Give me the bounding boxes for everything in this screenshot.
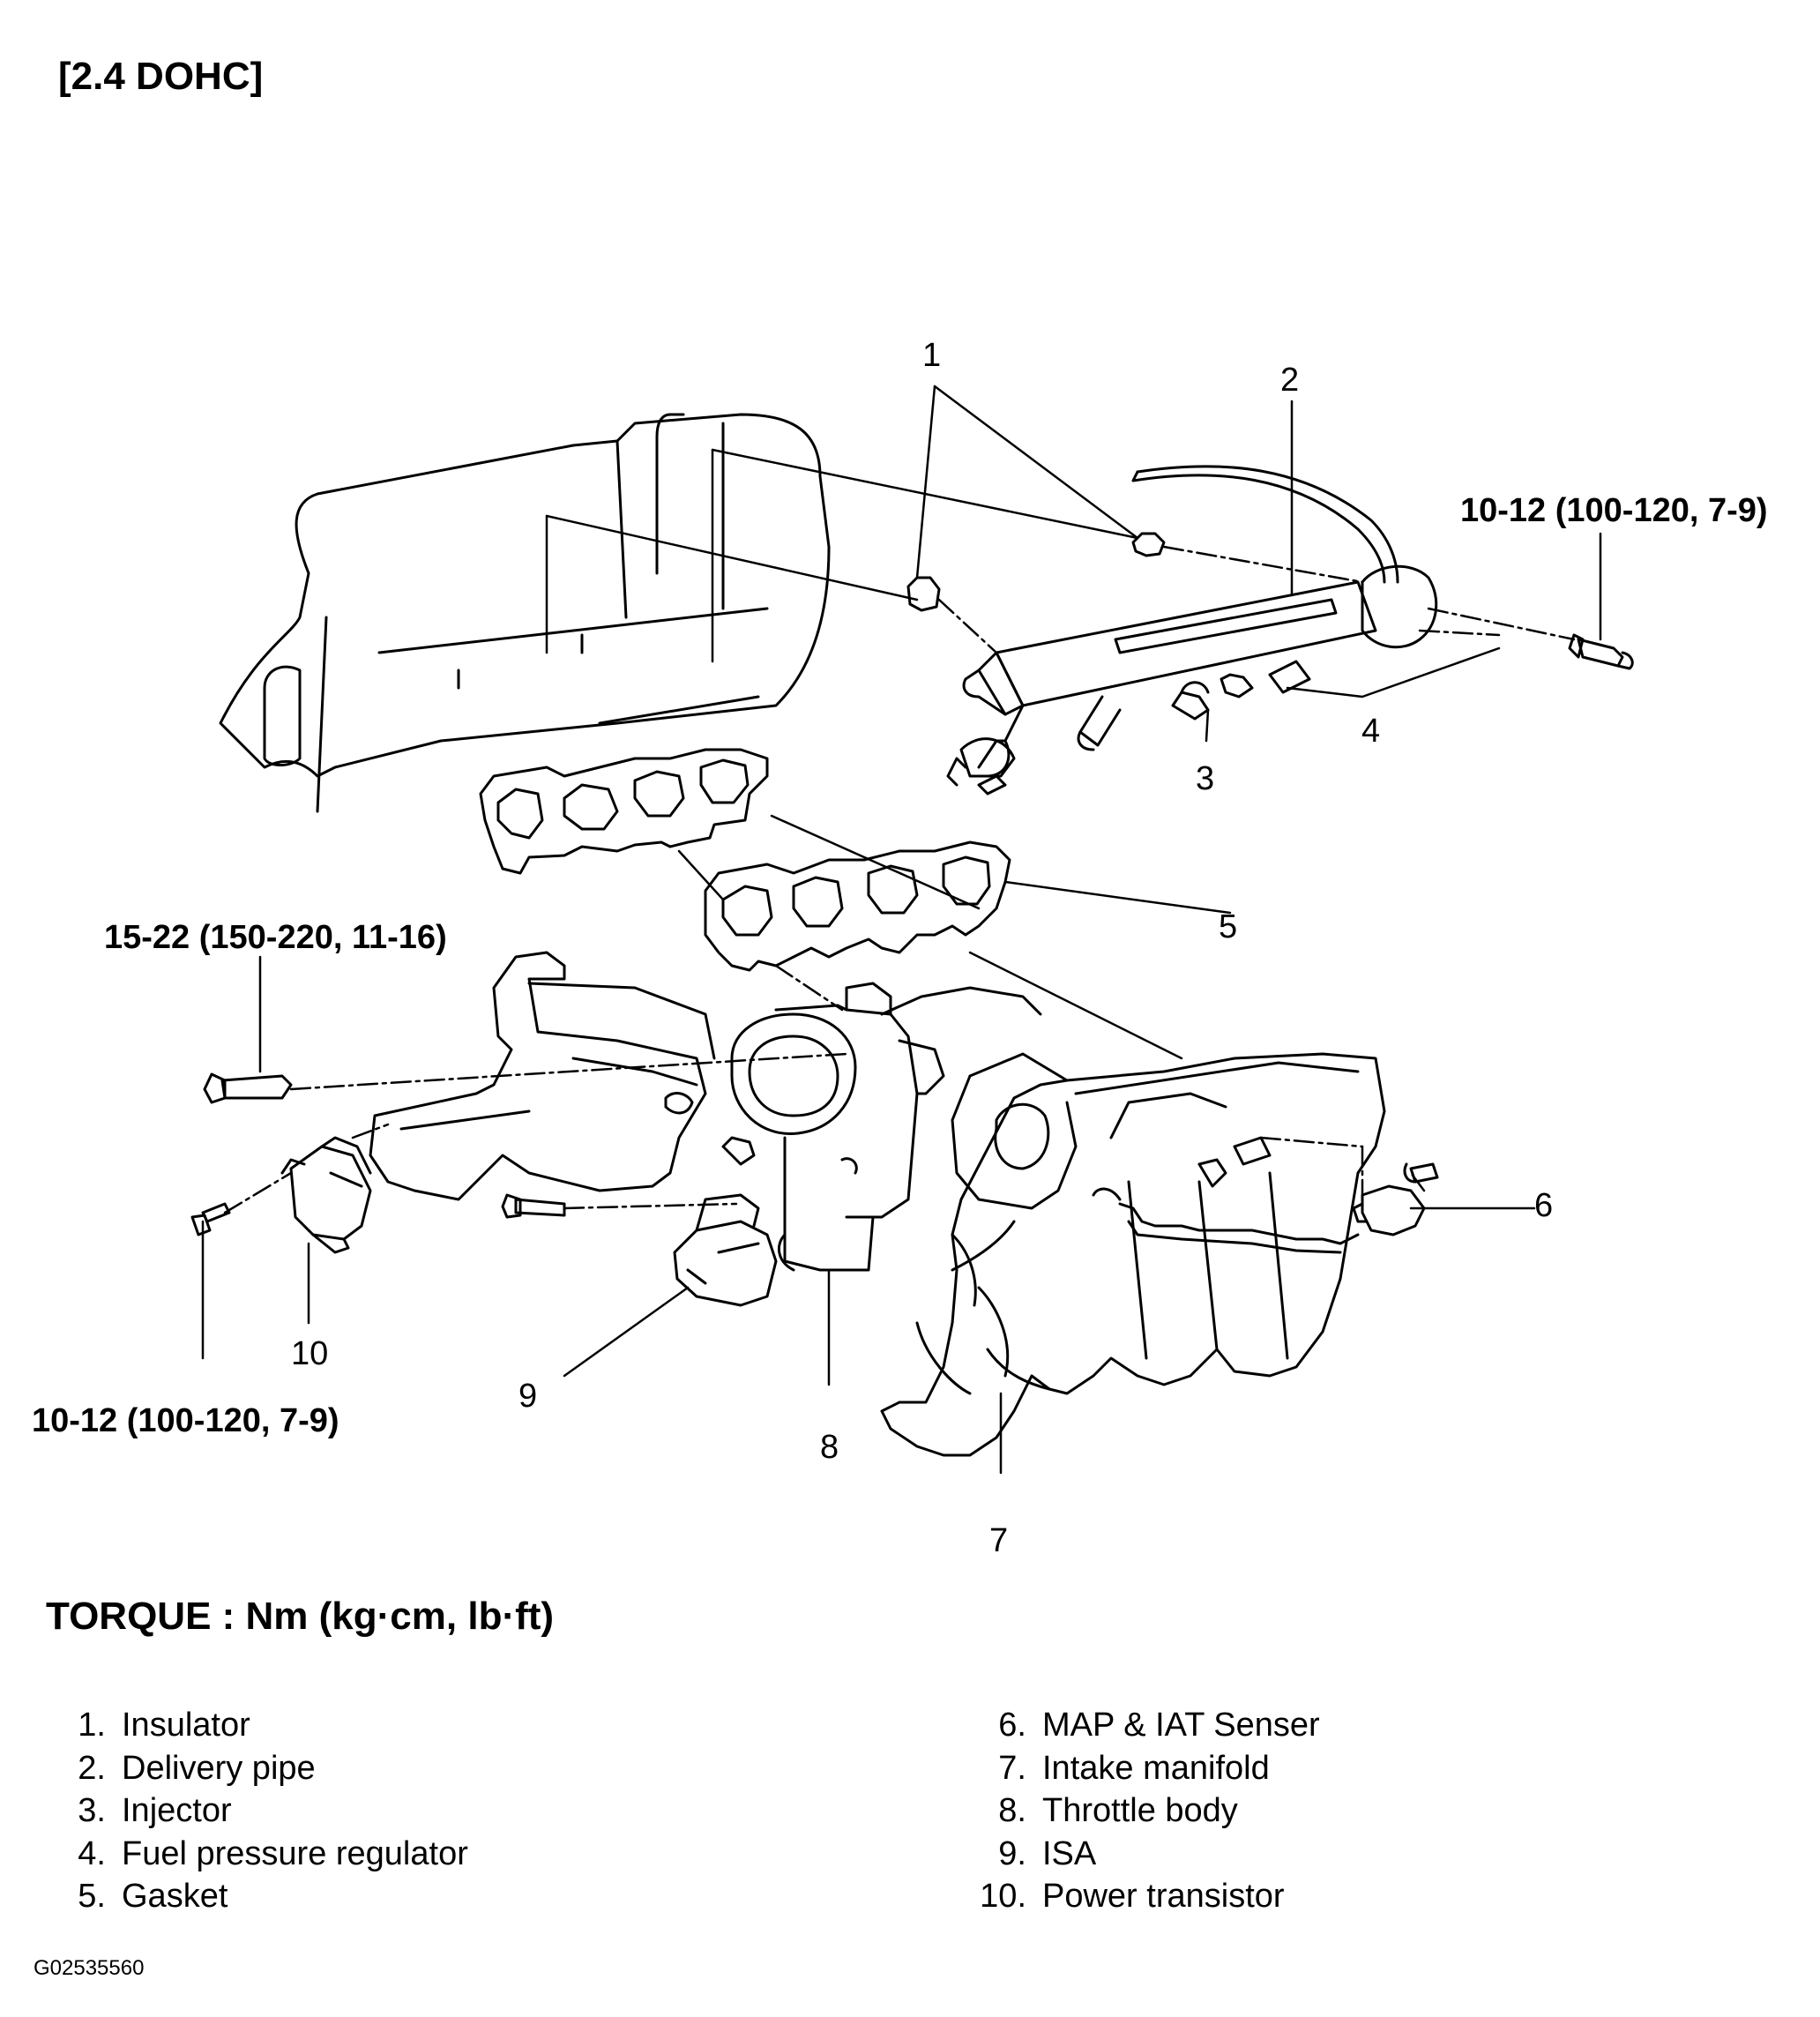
cylinder-head-outline <box>219 413 831 813</box>
legend-number: 10. <box>980 1878 1026 1915</box>
legend-number: 3. <box>78 1792 106 1829</box>
torque-unit-heading: TORQUE : Nm (kg·cm, lb·ft) <box>46 1595 555 1638</box>
isa-part-9 <box>673 1193 778 1307</box>
legend-item: 4. Fuel pressure regulator <box>55 1833 468 1876</box>
manifold-bolt <box>203 1072 566 1219</box>
alignment-lines-dash-dot <box>223 545 1576 1214</box>
mounting-bracket <box>369 951 716 1201</box>
head-gasket-upper <box>479 748 769 875</box>
legend-number: 7. <box>998 1749 1026 1787</box>
delivery-pipe-assembly <box>962 465 1438 778</box>
callout-8: 8 <box>820 1429 839 1466</box>
legend-number: 8. <box>998 1792 1026 1829</box>
legend-label: Power transistor <box>1042 1878 1285 1915</box>
torque-label-transistor-bolt: 10-12 (100-120, 7-9) <box>32 1402 339 1439</box>
legend-item: 5. Gasket <box>55 1875 468 1918</box>
legend-label: Injector <box>122 1792 232 1829</box>
callout-4: 4 <box>1361 713 1381 750</box>
torque-label-delivery-pipe-bolt: 10-12 (100-120, 7-9) <box>1460 492 1768 529</box>
intake-manifold-part-7 <box>880 1052 1386 1457</box>
insulator-nut-1 <box>906 532 1166 612</box>
figure-code: G02535560 <box>34 1956 145 1980</box>
legend-label: MAP & IAT Senser <box>1042 1707 1320 1744</box>
throttle-body-part-8 <box>664 982 1042 1272</box>
torque-label-manifold-bolt: 15-22 (150-220, 11-16) <box>104 919 447 956</box>
legend-item: 10. Power transistor <box>975 1875 1320 1918</box>
legend-label: ISA <box>1042 1834 1097 1872</box>
legend-number: 4. <box>78 1834 106 1872</box>
legend-item: 1. Insulator <box>55 1704 468 1747</box>
injector-part-3 <box>946 660 1311 796</box>
legend-label: Throttle body <box>1042 1792 1238 1829</box>
transistor-bolt <box>190 1202 231 1236</box>
legend-item: 9. ISA <box>975 1833 1320 1876</box>
callout-7: 7 <box>989 1522 1009 1559</box>
legend-left-column: 1. Insulator 2. Delivery pipe 3. Injector 4… <box>55 1704 468 1918</box>
callout-6: 6 <box>1534 1187 1554 1224</box>
delivery-pipe-bolt <box>1568 633 1634 670</box>
callout-3: 3 <box>1196 760 1215 797</box>
callout-1: 1 <box>922 337 942 374</box>
callout-9: 9 <box>518 1378 538 1415</box>
gasket-part-5 <box>704 840 1011 972</box>
legend-label: Gasket <box>122 1878 228 1915</box>
legend-item: 2. Delivery pipe <box>55 1747 468 1790</box>
legend-number: 1. <box>78 1707 106 1744</box>
map-iat-sensor-part-6 <box>951 1136 1439 1378</box>
diagram-title: [2.4 DOHC] <box>58 55 264 98</box>
legend-right-column: 6. MAP & IAT Senser 7. Intake manifold 8. T… <box>975 1704 1320 1918</box>
leader-lines <box>201 385 1602 1475</box>
legend-label: Fuel pressure regulator <box>122 1834 468 1872</box>
legend-number: 9. <box>998 1834 1026 1872</box>
callout-10: 10 <box>291 1335 329 1372</box>
legend-item: 8. Throttle body <box>975 1789 1320 1833</box>
legend-number: 6. <box>998 1707 1026 1744</box>
legend-label: Intake manifold <box>1042 1749 1270 1787</box>
callout-5: 5 <box>1219 908 1238 945</box>
legend-label: Insulator <box>122 1707 250 1744</box>
callout-2: 2 <box>1280 362 1300 399</box>
legend-number: 2. <box>78 1749 106 1787</box>
legend-label: Delivery pipe <box>122 1749 316 1787</box>
legend-number: 5. <box>78 1878 106 1915</box>
legend-item: 6. MAP & IAT Senser <box>975 1704 1320 1747</box>
legend-item: 3. Injector <box>55 1789 468 1833</box>
power-transistor-part-10 <box>280 1136 372 1254</box>
legend-item: 7. Intake manifold <box>975 1747 1320 1790</box>
